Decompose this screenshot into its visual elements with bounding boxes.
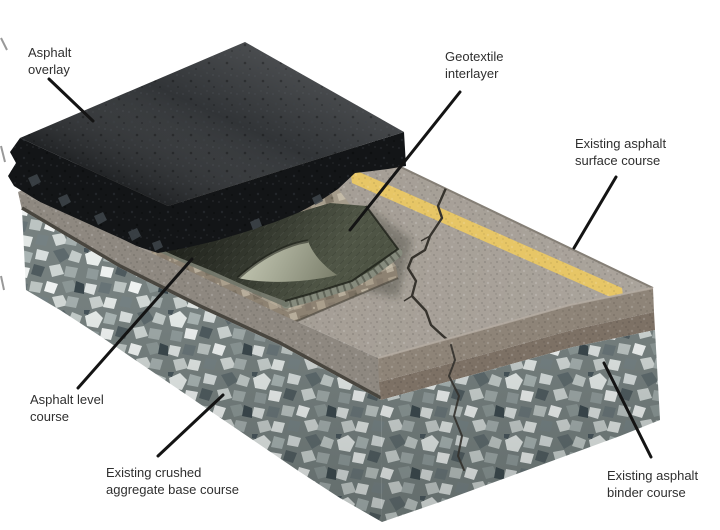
label-geotextile-interlayer: Geotextile interlayer	[445, 49, 504, 81]
tack-coat-line	[21, 206, 382, 400]
label-line: surface course	[575, 153, 660, 168]
label-asphalt-level-course: Asphalt level course	[30, 392, 104, 424]
geotextile-interlayer-layer	[155, 203, 403, 309]
label-line: Asphalt level	[30, 392, 104, 407]
overlay-edge-chunks	[28, 174, 323, 251]
level-edge-texture-a	[288, 266, 398, 324]
pavement-crack-top	[406, 186, 451, 343]
label-line: course	[30, 409, 69, 424]
scan-artifacts	[0, 37, 8, 291]
label-existing-crushed-aggregate-base-course: Existing crushed aggregate base course	[106, 465, 239, 497]
label-line: Existing asphalt	[607, 468, 698, 483]
right-band-texture	[378, 288, 655, 400]
leader-geotextile-interlayer	[348, 90, 462, 232]
geotextile-curl-fold-shadow	[236, 239, 309, 280]
leader-existing-asphalt-surface-course	[572, 175, 618, 250]
label-existing-asphalt-surface-course: Existing asphalt surface course	[575, 136, 666, 168]
label-line: aggregate base course	[106, 482, 239, 497]
leader-asphalt-level-course	[76, 257, 194, 390]
asphalt-overlay-layer	[8, 42, 406, 253]
geotextile-fabric-edge-specks	[284, 249, 401, 309]
right-face-arris-highlight	[377, 287, 654, 359]
label-existing-asphalt-binder-course: Existing asphalt binder course	[607, 468, 698, 500]
labels: Asphalt overlay Geotextile interlayer Ex…	[28, 45, 698, 500]
geotextile-curl-shading	[238, 241, 337, 282]
pavement-crack-branches	[403, 235, 431, 302]
label-line: binder course	[607, 485, 686, 500]
pavement-crack-face	[448, 344, 465, 471]
label-line: Geotextile	[445, 49, 504, 64]
overlay-top-texture	[20, 42, 404, 206]
overlay-edge-texture	[8, 132, 406, 253]
lane-stripe-texture	[350, 168, 624, 303]
leader-asphalt-overlay	[47, 77, 95, 123]
leader-existing-crushed-aggregate-base-course	[156, 393, 225, 458]
label-line: Asphalt	[28, 45, 72, 60]
label-line: overlay	[28, 62, 70, 77]
label-line: Existing asphalt	[575, 136, 666, 151]
leader-existing-asphalt-binder-course	[602, 361, 653, 459]
geotextile-edge-line	[284, 205, 400, 302]
leader-lines	[47, 77, 653, 459]
label-asphalt-overlay: Asphalt overlay	[28, 45, 72, 77]
label-line: Existing crushed	[106, 465, 201, 480]
label-line: interlayer	[445, 66, 499, 81]
